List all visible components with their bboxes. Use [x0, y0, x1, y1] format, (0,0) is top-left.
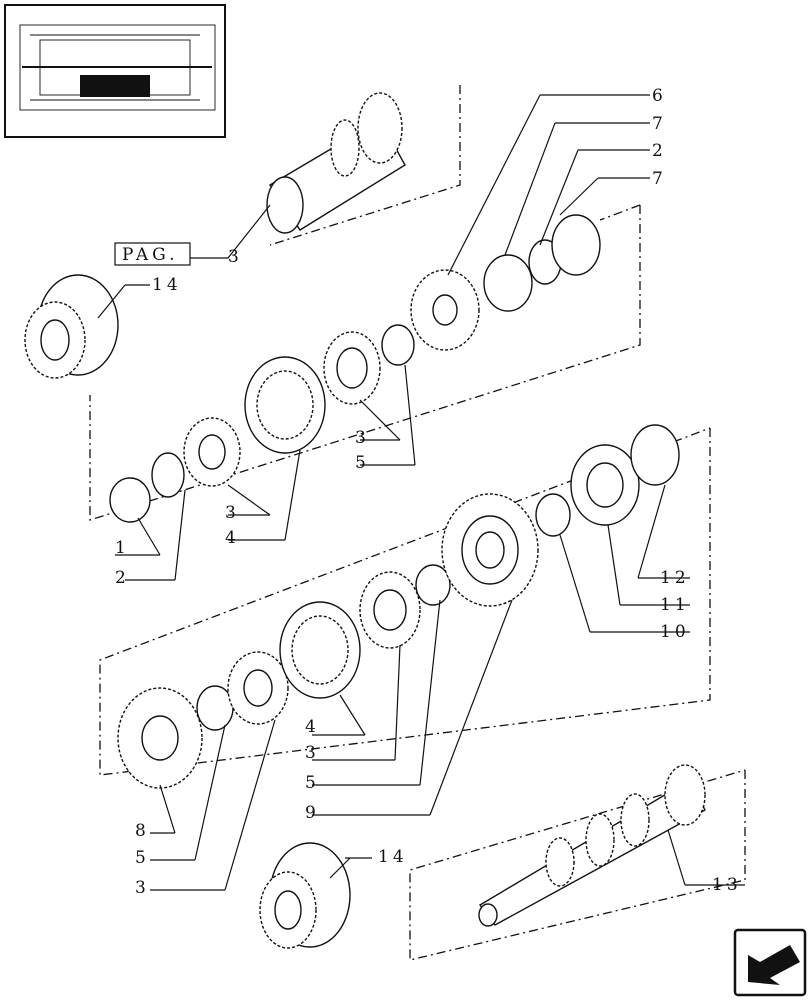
snap-ring-5c — [415, 564, 451, 606]
pag-label: PAG. — [122, 245, 179, 265]
gear-6 — [410, 269, 480, 351]
label-3d: 3 — [305, 743, 320, 763]
synchro-sleeve-4b — [279, 601, 361, 699]
leader-lines — [97, 94, 745, 891]
label-8: 8 — [135, 821, 150, 841]
gear-3d — [359, 571, 421, 649]
label-2b: 2 — [115, 568, 130, 588]
label-1: 1 — [115, 538, 130, 558]
sliding-sleeve-14-top — [24, 274, 119, 379]
label-5b: 5 — [305, 773, 320, 793]
label-14a: 14 — [152, 275, 182, 295]
label-3a: 3 — [228, 247, 243, 267]
label-5a: 5 — [355, 453, 370, 473]
label-3e: 3 — [135, 878, 150, 898]
thrust-washer-7a — [483, 254, 533, 312]
snap-ring-5b — [196, 685, 234, 731]
label-13: 13 — [712, 875, 742, 895]
label-7a: 7 — [652, 114, 667, 134]
main-shaft-13 — [478, 764, 706, 927]
label-4b: 4 — [305, 717, 320, 737]
label-4a: 4 — [225, 528, 240, 548]
synchro-hub-3c — [227, 651, 289, 725]
label-12: 12 — [660, 568, 690, 588]
pag-reference-box[interactable]: PAG. — [114, 242, 191, 266]
synchro-sleeve-4a — [244, 356, 326, 454]
label-5c: 5 — [135, 848, 150, 868]
label-10: 10 — [660, 622, 690, 642]
synchro-hub-3a — [183, 417, 241, 487]
bearing-11 — [570, 444, 640, 526]
thrust-washer-7b — [551, 214, 601, 276]
sliding-sleeve-14-bottom — [259, 842, 351, 949]
label-3b: 3 — [355, 428, 370, 448]
circlip-2-left — [151, 452, 185, 498]
gear-shaft-upper — [266, 92, 406, 234]
label-6: 6 — [652, 86, 667, 106]
gear-3b — [323, 331, 381, 405]
next-page-arrow-icon[interactable] — [733, 928, 807, 997]
transmission-thumbnail[interactable] — [4, 4, 226, 138]
snap-ring-1 — [109, 477, 151, 523]
snap-ring-12 — [630, 424, 680, 486]
label-14b: 14 — [378, 847, 408, 867]
label-3c: 3 — [225, 503, 240, 523]
snap-ring-10 — [535, 493, 571, 537]
gear-9 — [441, 493, 539, 607]
label-2a: 2 — [652, 141, 667, 161]
label-9: 9 — [305, 803, 320, 823]
gear-8 — [117, 687, 203, 789]
label-11: 11 — [660, 595, 690, 615]
label-7b: 7 — [652, 169, 667, 189]
snap-ring-5a — [381, 324, 415, 366]
